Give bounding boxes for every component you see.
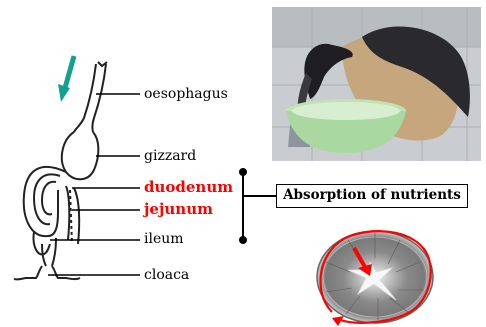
oesophagus-drawing	[74, 62, 107, 132]
duodenum-coil-drawing	[24, 167, 66, 236]
label-duodenum: duodenum	[144, 178, 233, 196]
label-oesophagus: oesophagus	[144, 86, 228, 102]
gizzard-drawing	[62, 132, 99, 179]
absorption-bracket	[240, 169, 276, 243]
cloaca-drawing	[14, 266, 80, 279]
jejunum-drawing	[66, 186, 79, 244]
intestine-cross-section-image	[317, 231, 433, 326]
label-jejunum: jejunum	[144, 200, 213, 218]
label-ileum: ileum	[144, 231, 184, 247]
bird-photo	[272, 7, 481, 161]
teal-arrow-icon	[58, 56, 74, 102]
label-gizzard: gizzard	[144, 148, 196, 164]
label-cloaca: cloaca	[144, 267, 189, 283]
absorption-label: Absorption of nutrients	[276, 184, 468, 208]
